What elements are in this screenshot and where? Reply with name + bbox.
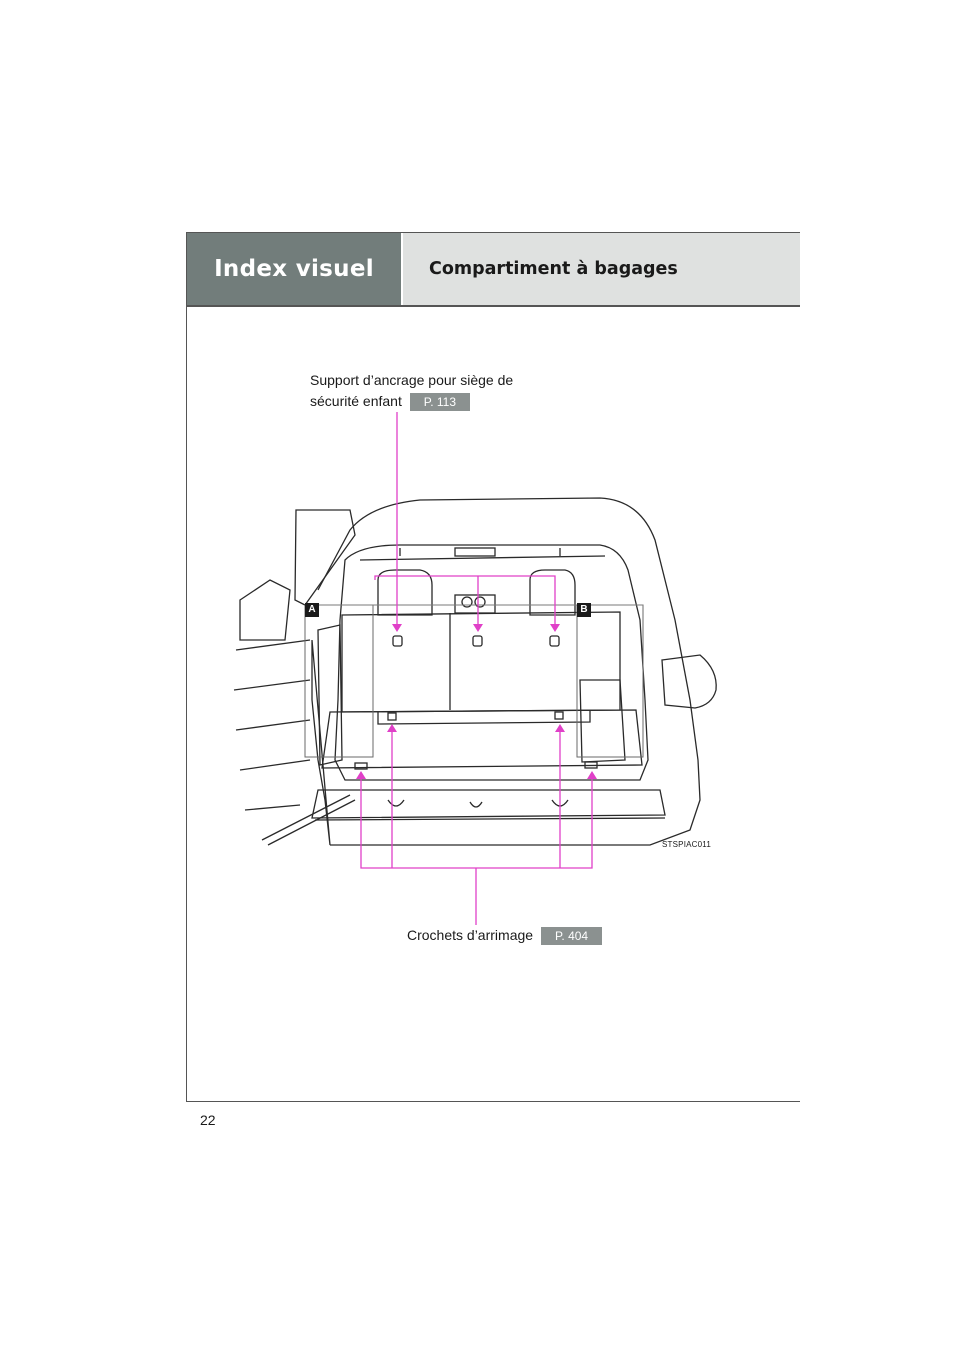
figure-code: STSPIAC011 — [662, 840, 711, 849]
page-frame-left — [186, 232, 187, 1102]
section-title: Index visuel — [187, 233, 401, 305]
header-bottom-rule — [187, 305, 800, 307]
page-number: 22 — [200, 1112, 216, 1128]
marker-b: B — [577, 603, 591, 617]
tie-down-hooks-label: Crochets d’arrimage P. 404 — [407, 925, 603, 946]
child-seat-anchor-label-line2: sécurité enfant — [310, 393, 402, 409]
tie-down-hooks-text: Crochets d’arrimage — [407, 927, 534, 943]
marker-a: A — [305, 603, 319, 617]
header-top-rule — [186, 232, 800, 233]
child-seat-anchor-label: sécurité enfant P. 113 — [310, 391, 470, 412]
page-title: Compartiment à bagages — [403, 233, 800, 305]
child-seat-anchor-label-line1: Support d’ancrage pour siège de — [310, 372, 514, 388]
page-frame-bottom — [186, 1101, 800, 1102]
child-seat-anchor-page-ref[interactable]: P. 113 — [409, 393, 470, 412]
tie-down-hooks-page-ref[interactable]: P. 404 — [540, 927, 603, 946]
